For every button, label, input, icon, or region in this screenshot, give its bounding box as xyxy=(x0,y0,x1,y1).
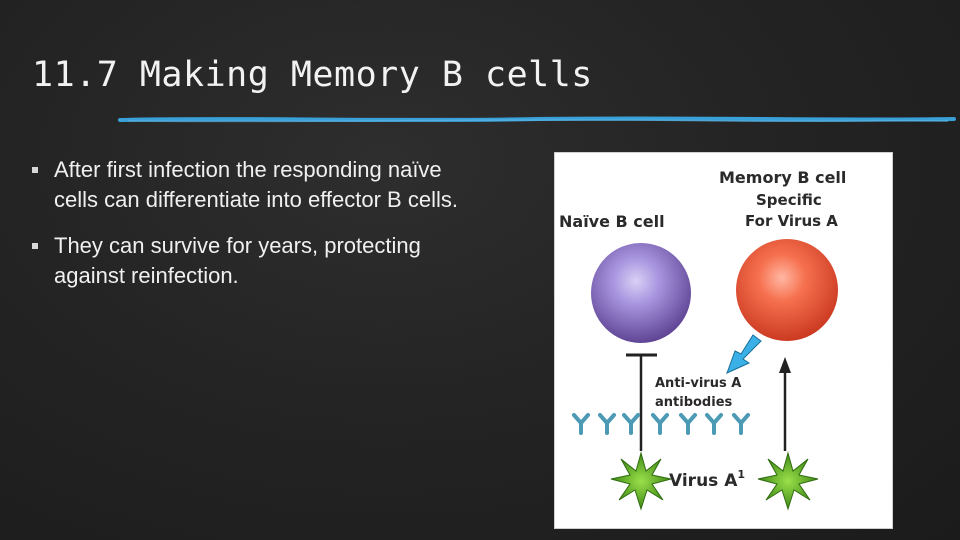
virus-icon xyxy=(610,451,672,511)
antibody-label-2: antibodies xyxy=(655,395,733,410)
memory-b-cell-diagram: Naïve B cell Memory B cell Specific For … xyxy=(554,152,893,529)
activation-arrowhead xyxy=(779,357,791,373)
diagram-canvas: Naïve B cell Memory B cell Specific For … xyxy=(559,168,846,511)
bullet-item: They can survive for years, protecting a… xyxy=(32,231,472,291)
bullet-text: After first infection the responding naï… xyxy=(54,157,458,212)
antibody-icon xyxy=(732,413,750,435)
memory-cell-label-specific: Specific xyxy=(756,191,822,209)
bullet-marker xyxy=(32,167,38,173)
antibodies-row xyxy=(572,413,750,435)
antibody-label: Anti-virus A xyxy=(655,376,741,391)
bullet-marker xyxy=(32,243,38,249)
title-underline xyxy=(118,116,956,123)
antibody-icon xyxy=(622,413,640,435)
bullet-list: After first infection the responding naï… xyxy=(32,155,472,307)
memory-b-cell xyxy=(736,239,838,341)
virus-label: Virus A1 xyxy=(669,468,745,491)
naive-b-cell xyxy=(591,243,691,343)
slide-title: 11.7 Making Memory B cells xyxy=(32,55,593,95)
antibody-production-arrow xyxy=(726,334,762,374)
memory-cell-label: Memory B cell xyxy=(719,168,846,187)
bullet-item: After first infection the responding naï… xyxy=(32,155,472,215)
bullet-text: They can survive for years, protecting a… xyxy=(54,233,421,288)
antibody-icon xyxy=(651,413,669,435)
antibody-icon xyxy=(705,413,723,435)
antibody-icon xyxy=(572,413,590,435)
virus-icon xyxy=(757,451,819,511)
antibody-icon xyxy=(679,413,697,435)
antibody-icon xyxy=(598,413,616,435)
naive-cell-label: Naïve B cell xyxy=(559,212,665,231)
memory-cell-label-virus: For Virus A xyxy=(745,212,838,230)
